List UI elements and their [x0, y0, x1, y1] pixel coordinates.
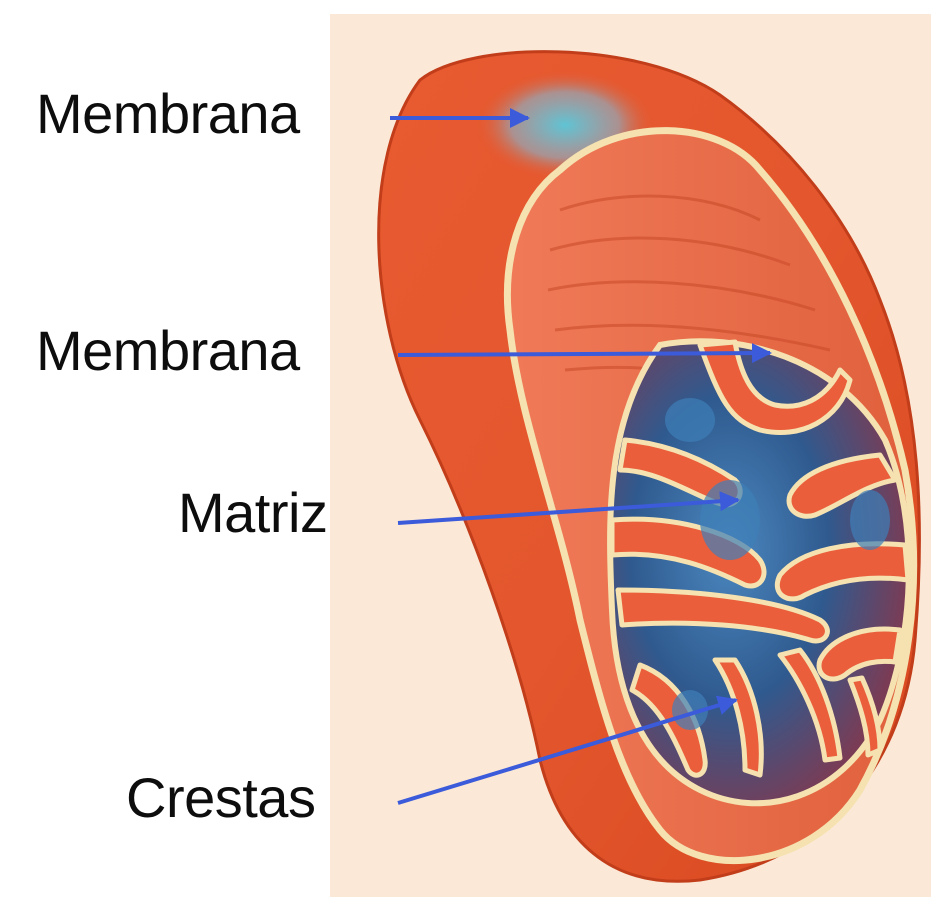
label-membrana-externa: Membrana	[36, 86, 300, 142]
arrow-membrana-interna	[398, 353, 770, 355]
label-membrana-interna: Membrana	[36, 323, 300, 379]
label-matriz: Matriz	[178, 485, 327, 541]
label-crestas: Crestas	[126, 770, 315, 826]
